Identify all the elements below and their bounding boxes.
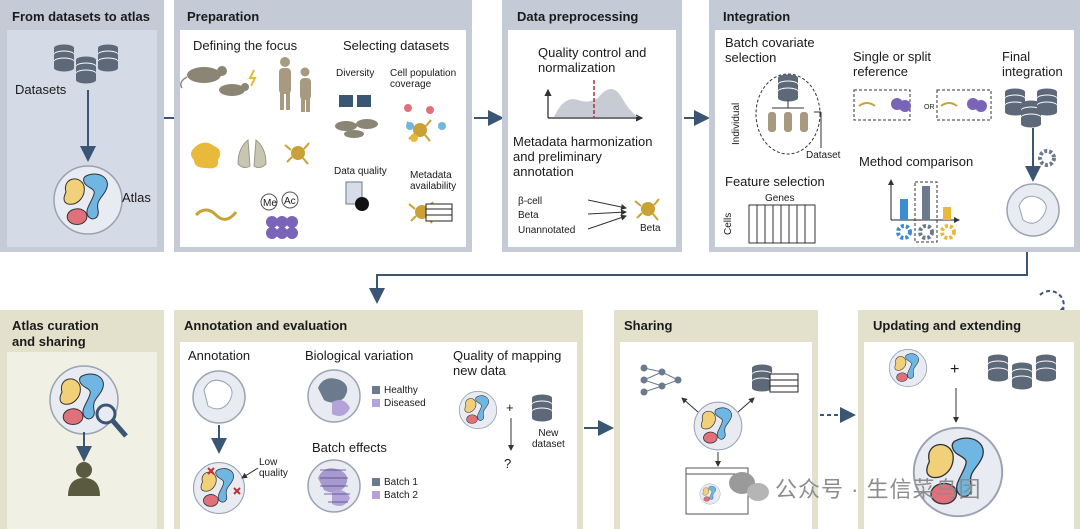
metadata-table-icon [408,201,453,224]
certificate-icon [345,181,369,211]
feature-selection-label: Feature selection [725,174,825,189]
quality-mapping-label: Quality of mapping new data [453,348,562,378]
me-label: Me [263,198,277,209]
batch1-label: Batch 1 [384,477,418,488]
batch-covariate-label: Batch covariate selection [725,35,815,65]
final-integration-label: Final integration [1002,49,1063,79]
panel-title: Updating and extending [873,318,1022,333]
panel-title: Preparation [187,9,260,24]
panel-title: Atlas curation and sharing [12,318,99,349]
cell-population-coverage-label: Cell population coverage [390,68,457,90]
diseased-label: Diseased [384,398,426,409]
metadata-harmonization-label: Metadata harmonization and preliminary a… [513,134,653,179]
panel-title: Data preprocessing [517,9,639,24]
panel-title: Annotation and evaluation [184,318,348,333]
panel-title: Integration [723,9,791,24]
chromatin-icon [260,191,299,239]
panel-title: From datasets to atlas [12,9,150,24]
rna-icon [194,208,238,221]
annotation-illustrations [192,369,552,515]
panel-updating-extending: Updating and extending + [858,310,1080,529]
panel-annotation-evaluation: Annotation and evaluation Annotation Bio… [174,310,583,529]
or-label: OR [924,104,935,111]
data-quality-label: Data quality [334,166,387,177]
healthy-label: Healthy [384,385,418,396]
mouse-icon [180,66,249,96]
panel-data-preprocessing: Data preprocessing Quality control and n… [502,0,682,252]
low-quality-label: Low quality [259,457,288,479]
question-label: ? [504,456,512,471]
tissue-icon [191,142,221,169]
integration-illustrations [748,73,1060,244]
panel-integration: Integration Batch covariate selection Si… [709,0,1080,252]
datasets-label: Datasets [15,82,67,97]
dataset-label: Dataset [806,150,841,161]
preparation-illustrations [180,57,453,239]
panel-atlas-curation: Atlas curation and sharing [0,310,164,529]
ac-label: Ac [284,196,296,207]
label-beta: Beta [518,210,539,221]
new-dataset-label: New dataset [532,428,565,450]
quality-control-label: Quality control and normalization [538,45,647,75]
panel-preparation: Preparation Defining the focus Selecting… [174,0,472,252]
label-beta-cell: β-cell [518,196,543,207]
batch2-label: Batch 2 [384,490,418,501]
genes-label: Genes [765,193,795,204]
atlas-label: Atlas [122,190,151,205]
batch-effects-label: Batch effects [312,440,387,455]
lightning-icon [248,69,257,87]
panel-title: Sharing [624,318,673,333]
curation-illustrations [49,365,128,496]
plus-label: + [950,361,960,378]
lung-icon [237,139,267,169]
plus-label: + [506,400,514,415]
label-unannotated: Unannotated [518,225,576,236]
harmonization-arrows [587,198,660,230]
mice-group-icon [335,119,378,138]
cell-population-icon [404,104,446,142]
human-figure-icon [279,57,311,112]
panel-from-datasets-to-atlas: From datasets to atlas Datasets Atlas [0,0,164,252]
datasets-to-atlas-arrow [80,90,96,162]
selecting-datasets-label: Selecting datasets [343,38,450,53]
hospital-icon [339,95,371,107]
watermark-text: 公众号 · 生信菜鸟团 [775,477,982,502]
single-split-label: Single or split reference [853,49,932,79]
updating-illustrations [888,348,1056,518]
defining-focus-label: Defining the focus [193,38,298,53]
annotation-label: Annotation [188,348,251,363]
metadata-availability-label: Metadata availability [410,170,457,192]
method-comparison-label: Method comparison [859,154,974,169]
panel-sharing: Sharing [614,310,818,529]
beta-output-label: Beta [640,223,661,234]
neural-network-icon [640,364,682,396]
biological-variation-label: Biological variation [305,348,414,363]
diversity-label: Diversity [336,68,375,79]
density-plot [544,80,644,122]
